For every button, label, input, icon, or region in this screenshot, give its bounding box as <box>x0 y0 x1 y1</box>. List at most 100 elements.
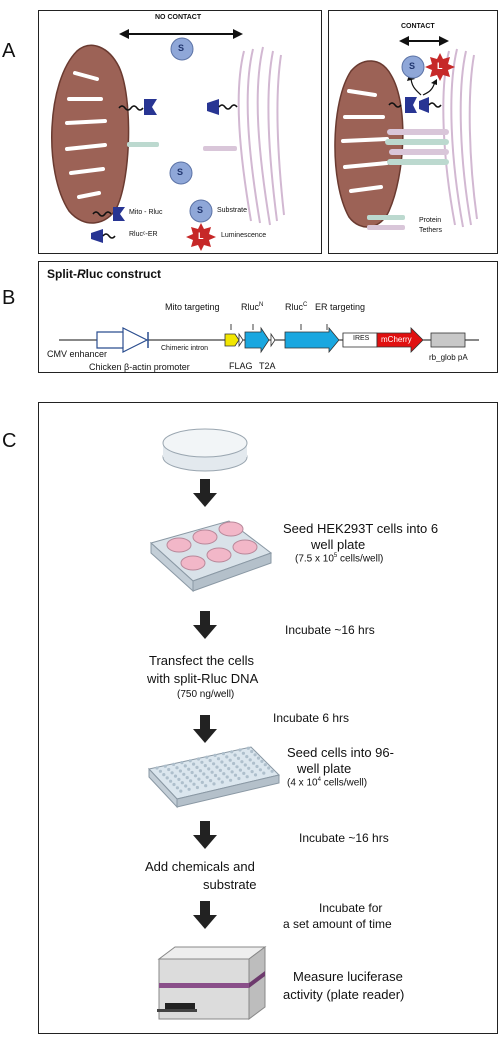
plate-well <box>202 772 206 776</box>
plate-well <box>232 761 236 766</box>
plate-well <box>175 786 179 790</box>
plate-well <box>187 787 191 791</box>
contact-lum-symbol: L <box>437 61 443 71</box>
plate-well <box>180 781 184 785</box>
plate-well <box>233 773 238 777</box>
plate-well <box>198 769 202 773</box>
plate-well <box>222 772 226 776</box>
plate-well <box>165 776 169 780</box>
step-seed6-line2: well plate <box>311 537 366 552</box>
plate-well <box>230 770 234 774</box>
plate-well <box>240 760 244 764</box>
step-transfect-line1: Transfect the cells <box>149 653 255 668</box>
plate-well <box>167 767 171 772</box>
plate-well <box>220 760 224 764</box>
step-measure-line2: activity (plate reader) <box>283 987 405 1002</box>
plate-well <box>212 762 216 766</box>
panel-letter-c: C <box>2 430 17 452</box>
plate-well <box>179 789 183 793</box>
plate-well <box>213 753 217 757</box>
step-seed96-line2: well plate <box>297 761 352 776</box>
plate-well <box>169 779 173 783</box>
plate-well <box>228 758 232 762</box>
label-mcherry: mCherry <box>381 335 412 344</box>
plate-well <box>253 753 257 757</box>
plate-well <box>243 763 247 767</box>
plate-well <box>193 774 198 778</box>
step-incubate-4-line1: Incubate for <box>319 901 383 915</box>
plate-well <box>200 760 204 764</box>
substrate-symbol-top: S <box>178 43 185 53</box>
label-flag: FLAG <box>229 361 253 371</box>
plate-well <box>216 757 221 761</box>
plate-well <box>213 773 218 778</box>
plate-well <box>250 770 254 774</box>
plate-well <box>221 752 225 756</box>
plate-well <box>215 765 219 769</box>
plate-well <box>205 755 209 759</box>
step-seed6-sub: (7.5 x 105 cells/well) <box>295 553 384 565</box>
legend-lum-symbol: L <box>198 231 204 241</box>
label-cmv: CMV enhancer <box>47 349 108 359</box>
plate-well <box>170 771 174 775</box>
plate-well <box>253 773 258 777</box>
label-pa: rb_glob pA <box>429 353 468 362</box>
plate-well <box>196 757 201 761</box>
plate-well <box>227 767 231 771</box>
legend-substrate: Substrate <box>217 207 247 214</box>
plate-well <box>173 774 178 778</box>
plate-well <box>223 763 227 767</box>
step-seed96-sub: (4 x 104 cells/well) <box>287 777 368 789</box>
plate-well <box>190 770 194 775</box>
label-mito-targeting: Mito targeting <box>165 302 220 312</box>
plate-well <box>192 762 196 766</box>
no-contact-illustration <box>51 29 285 251</box>
plate-well <box>188 759 192 763</box>
plate-well <box>217 777 221 781</box>
legend-tethers: Tethers <box>419 227 442 234</box>
plate-well <box>192 782 196 786</box>
legend-luminescence: Luminescence <box>221 232 267 239</box>
panel-b-construct: Split-Rluc construct Mito targeting Rluc… <box>38 261 498 373</box>
step-seed96-line1: Seed cells into 96- <box>287 745 394 760</box>
step-incubate-2: Incubate 6 hrs <box>273 711 350 725</box>
contact-substrate-symbol: S <box>409 61 416 71</box>
plate-well <box>220 780 224 784</box>
plate-well <box>182 772 186 776</box>
plate-well <box>245 775 249 779</box>
label-rluc-n: RlucN <box>241 302 264 312</box>
contact-illustration <box>334 36 478 230</box>
six-well-plate-icon <box>149 520 273 593</box>
plate-well <box>255 764 259 769</box>
plate-well <box>203 764 207 768</box>
plate-well <box>263 763 267 767</box>
plate-well <box>178 769 182 773</box>
plate-well <box>262 771 266 775</box>
plate-well <box>172 762 176 766</box>
plate-well <box>235 765 239 769</box>
step-seed6-line1: Seed HEK293T cells into 6 <box>283 521 439 536</box>
plate-well <box>205 775 209 779</box>
plate-well <box>267 766 271 770</box>
plate-well <box>225 775 229 779</box>
label-er-targeting: ER targeting <box>315 302 366 312</box>
construct-title: Split-Rluc construct <box>47 267 162 281</box>
plate-well <box>163 764 167 768</box>
plate-well <box>270 769 274 773</box>
plate-well <box>155 766 159 770</box>
plate-well <box>210 770 214 774</box>
plate-well <box>237 776 241 781</box>
plate-well <box>233 753 237 757</box>
plate-well <box>162 773 166 777</box>
ninety-six-well-plate-icon <box>148 746 280 809</box>
er-membrane-icon <box>237 46 285 226</box>
plate-well <box>180 761 184 765</box>
workflow-illustration <box>148 428 280 1020</box>
plate-well <box>230 750 234 754</box>
plate-well <box>175 766 179 770</box>
no-contact-header: NO CONTACT <box>155 14 202 21</box>
plate-well <box>184 784 188 788</box>
plate-well <box>238 748 242 752</box>
mitochondrion-icon <box>51 44 130 224</box>
plate-well <box>245 755 249 759</box>
